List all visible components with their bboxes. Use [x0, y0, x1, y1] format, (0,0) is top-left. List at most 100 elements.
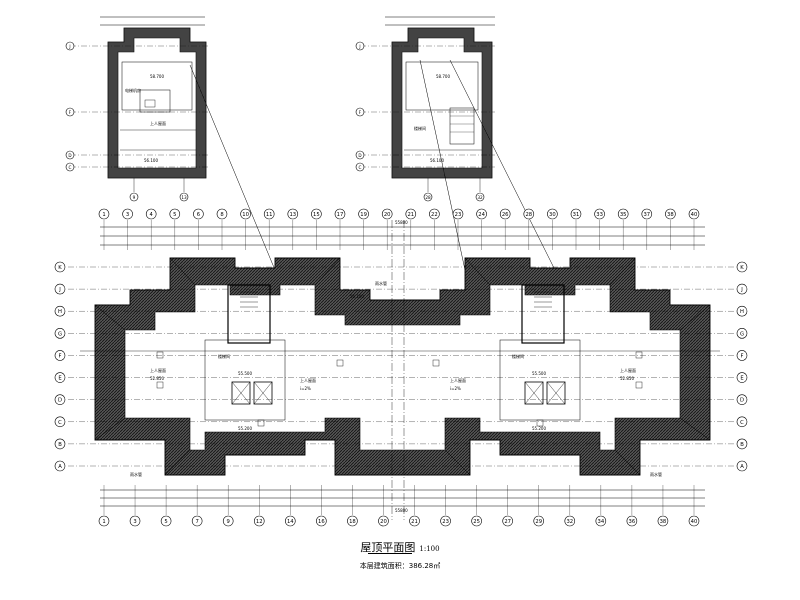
svg-text:3: 3 [133, 519, 136, 525]
label-elev-left: 55.500 [238, 371, 252, 376]
axis-right-B: B [736, 438, 748, 450]
grid-axis-lines [68, 220, 735, 515]
main-roof-plan: 55800 55800 [80, 220, 720, 520]
axis-top-19: 19 [358, 208, 369, 220]
svg-text:H: H [740, 309, 744, 315]
axis-bottom-36: 36 [626, 515, 638, 527]
axis-top-1: 1 [98, 208, 110, 220]
svg-text:21: 21 [411, 519, 418, 525]
svg-text:F: F [740, 353, 743, 359]
detail-left-bottom-13: 13 [179, 192, 189, 202]
axis-right-F: F [736, 350, 748, 361]
label-roof-cr: 上人屋面 [450, 377, 466, 383]
axis-bottom-40: 40 [688, 515, 700, 527]
label-stair-right: 楼梯间 [512, 353, 524, 359]
axis-bottom-38: 38 [657, 515, 669, 527]
axis-bottom-20: 20 [378, 515, 389, 527]
svg-text:31: 31 [573, 212, 580, 218]
detail-right-axis-D: D [355, 150, 365, 160]
svg-text:3: 3 [126, 212, 129, 218]
svg-text:8: 8 [220, 212, 223, 218]
axis-top-23: 23 [452, 208, 464, 220]
detail-right-elev2: 56.100 [430, 158, 444, 163]
detail-right-axis-J: J [355, 41, 365, 51]
svg-text:K: K [58, 265, 62, 271]
svg-text:33: 33 [596, 212, 603, 218]
svg-text:32: 32 [477, 195, 483, 200]
svg-text:28: 28 [425, 195, 431, 200]
svg-text:E: E [740, 376, 743, 382]
axis-bottom-14: 14 [285, 515, 296, 527]
axis-left-E: E [54, 372, 66, 383]
svg-text:H: H [58, 309, 62, 315]
axis-right-J: J [736, 283, 748, 295]
svg-text:F: F [58, 353, 61, 359]
axis-top-28: 28 [523, 208, 535, 220]
svg-text:1: 1 [102, 212, 105, 218]
svg-text:6: 6 [197, 212, 201, 218]
axis-bottom-9: 9 [222, 515, 234, 527]
detail-left-elev2: 56.100 [144, 158, 158, 163]
axis-left-F: F [54, 350, 66, 361]
svg-text:38: 38 [667, 212, 674, 218]
label-slope-cl: i=2% [300, 386, 311, 391]
drawing-scale: 1:100 [419, 545, 440, 553]
label-slope-cr: i=2% [450, 386, 461, 391]
axis-right-E: E [736, 372, 748, 383]
svg-text:J: J [740, 287, 743, 293]
label-stair-left: 楼梯间 [218, 353, 230, 359]
svg-text:11: 11 [266, 212, 273, 218]
axis-right-H: H [736, 305, 748, 317]
axis-top-30: 30 [547, 208, 558, 220]
label-stair-elev-left: 55.200 [238, 426, 252, 431]
label-drain-bl: 雨水管 [130, 471, 142, 477]
axis-top-37: 37 [641, 208, 653, 220]
svg-text:24: 24 [478, 212, 485, 218]
svg-text:40: 40 [691, 519, 698, 525]
axis-bottom-3: 3 [129, 515, 141, 527]
label-elev-right: 55.500 [532, 371, 546, 376]
svg-text:C: C [69, 165, 72, 170]
svg-text:16: 16 [318, 519, 325, 525]
label-roof-left: 上人屋面 [150, 367, 166, 373]
svg-text:12: 12 [256, 519, 263, 525]
svg-text:J: J [68, 44, 70, 49]
detail-plan-left: 58.700 上人屋面 56.100 电梯机房 [70, 16, 276, 271]
detail-right-stair: 楼梯间 [414, 125, 426, 131]
svg-text:29: 29 [535, 519, 542, 525]
detail-left-axis-C: C [65, 162, 75, 172]
svg-text:23: 23 [455, 212, 462, 218]
axis-right-A: A [736, 460, 748, 472]
detail-right-axis-C: C [355, 162, 365, 172]
axis-top-17: 17 [334, 208, 346, 220]
svg-text:F: F [69, 110, 72, 115]
axis-bottom-5: 5 [160, 515, 172, 527]
axis-bottom-25: 25 [471, 515, 482, 527]
svg-text:A: A [58, 464, 62, 470]
axis-left-A: A [54, 460, 66, 472]
axis-bottom-32: 32 [564, 515, 576, 527]
axis-top-26: 26 [499, 208, 511, 220]
detail-left-elev: 58.700 [150, 74, 164, 79]
svg-text:27: 27 [504, 519, 511, 525]
axis-top-15: 15 [311, 208, 322, 220]
svg-text:37: 37 [643, 212, 650, 218]
svg-text:36: 36 [629, 519, 636, 525]
area-note: 本层建筑面积：386.28㎡ [359, 562, 441, 570]
axis-left-B: B [54, 438, 66, 450]
axis-bottom-23: 23 [440, 515, 451, 527]
axis-top-24: 24 [476, 208, 487, 220]
axis-left-D: D [54, 394, 66, 405]
svg-text:B: B [58, 442, 62, 448]
axis-left-J: J [54, 283, 66, 295]
detail-right-bottom-32: 32 [475, 192, 485, 202]
detail-left-axis-D: D [65, 150, 75, 160]
label-drain-c: 雨水管 [375, 280, 387, 286]
svg-text:26: 26 [502, 212, 509, 218]
axis-top-40: 40 [688, 208, 700, 220]
svg-text:9: 9 [227, 519, 230, 525]
axis-bottom-12: 12 [253, 515, 265, 527]
axis-top-33: 33 [594, 208, 605, 220]
detail-plan-right: 58.700 楼梯间 56.100 [360, 16, 556, 271]
